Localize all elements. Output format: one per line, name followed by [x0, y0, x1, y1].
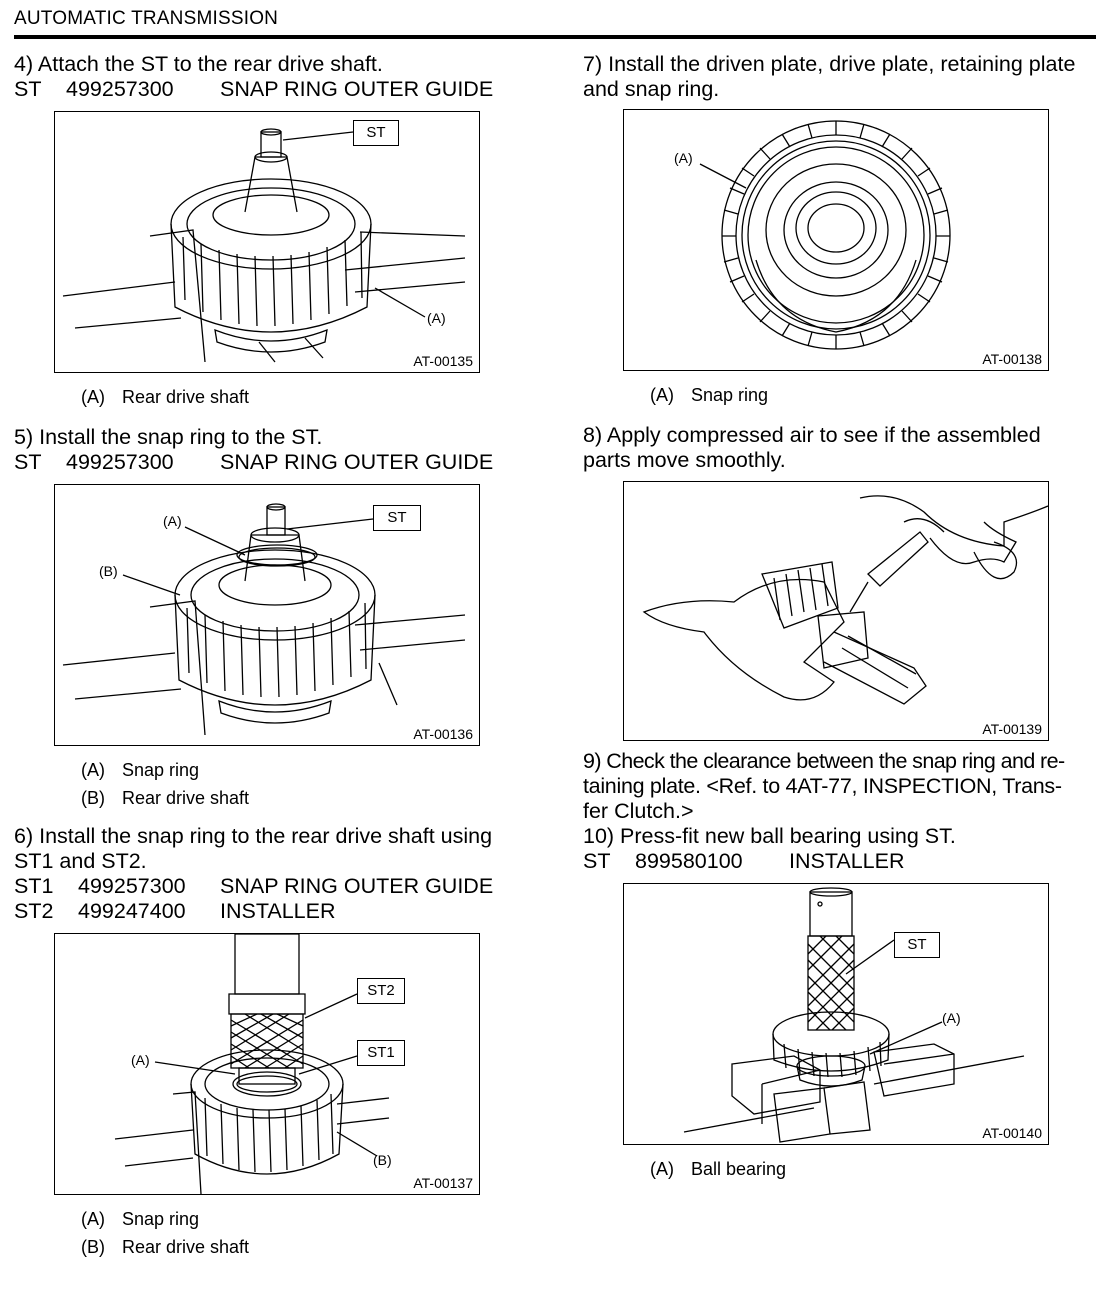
step-6-st1-line: ST1 499257300 SNAP RING OUTER GUIDE: [14, 874, 530, 899]
step-8-text-line1: 8) Apply compressed air to see if the as…: [583, 423, 1041, 447]
st-callout-box: ST: [894, 932, 940, 958]
callout-a: (A): [427, 310, 446, 326]
step-5-st-line: ST 499257300 SNAP RING OUTER GUIDE: [14, 450, 530, 475]
left-column: 4) Attach the ST to the rear drive shaft…: [14, 52, 530, 1261]
step-6-text-line2: ST1 and ST2.: [14, 849, 147, 873]
figure-id: AT-00138: [982, 351, 1042, 367]
figure-id: AT-00139: [982, 721, 1042, 737]
callout-a: (A): [131, 1052, 150, 1068]
st-number: 499257300: [78, 874, 186, 898]
step-9-line2: taining plate. <Ref. to 4AT-77, INSPECTI…: [583, 774, 1062, 798]
legend-item: (A)Snap ring: [650, 385, 769, 405]
step-8-text-line2: parts move smoothly.: [583, 448, 786, 472]
ball-bearing-press-illustration: [683, 887, 1025, 1143]
st-name: SNAP RING OUTER GUIDE: [220, 450, 494, 474]
st-code: ST: [14, 450, 42, 474]
callout-a: (A): [674, 150, 693, 166]
st-name: INSTALLER: [789, 849, 905, 873]
step-5-text: 5) Install the snap ring to the ST.: [14, 425, 323, 449]
step-6-text-line1: 6) Install the snap ring to the rear dri…: [14, 824, 493, 848]
figure-id: AT-00136: [413, 726, 473, 742]
callout-a: (A): [163, 513, 182, 529]
st-name: SNAP RING OUTER GUIDE: [220, 874, 494, 898]
legend-item: (A)Ball bearing: [650, 1159, 787, 1179]
figure-at-00138: (A) AT-00138: [623, 109, 1049, 371]
clutch-pack-illustration: [699, 120, 951, 350]
right-column: 7) Install the driven plate, drive plate…: [583, 52, 1095, 1183]
legend-item: (A)Snap ring: [81, 1209, 200, 1229]
legend-item: (A)Rear drive shaft: [81, 387, 250, 407]
step-4-st-line: ST 499257300 SNAP RING OUTER GUIDE: [14, 77, 530, 102]
step-7-text-line2: and snap ring.: [583, 77, 720, 101]
legend-item: (A)Snap ring: [81, 760, 200, 780]
st-number: 899580100: [635, 849, 743, 873]
header-rule: [14, 35, 1096, 39]
figure-at-00140: ST (A) AT-00140: [623, 883, 1049, 1145]
callout-a: (A): [942, 1010, 961, 1026]
step-6-st2-line: ST2 499247400 INSTALLER: [14, 899, 530, 924]
st-number: 499257300: [66, 450, 174, 474]
snap-ring-on-st-illustration: [62, 503, 466, 736]
st-code: ST: [14, 77, 42, 101]
st-number: 499247400: [78, 899, 186, 923]
step-4-text: 4) Attach the ST to the rear drive shaft…: [14, 52, 383, 76]
st-callout-box: ST: [373, 505, 421, 531]
figure-id: AT-00140: [982, 1125, 1042, 1141]
step-10-text: 10) Press-fit new ball bearing using ST.: [583, 824, 956, 848]
figure-at-00135: ST (A) AT-00135: [54, 111, 480, 373]
st-name: INSTALLER: [220, 899, 336, 923]
figure-at-00139: AT-00139: [623, 481, 1049, 741]
rear-drive-shaft-illustration: [62, 128, 466, 363]
figure-id: AT-00137: [413, 1175, 473, 1191]
st-code: ST2: [14, 899, 54, 923]
installer-on-shaft-illustration: [114, 934, 390, 1194]
st1-callout-box: ST1: [357, 1040, 405, 1066]
page-header: AUTOMATIC TRANSMISSION: [14, 8, 279, 29]
callout-b: (B): [373, 1152, 392, 1168]
figure-id: AT-00135: [413, 353, 473, 369]
st-number: 499257300: [66, 77, 174, 101]
st-code: ST1: [14, 874, 54, 898]
step-9-line3: fer Clutch.>: [583, 799, 694, 823]
figure-at-00137: ST2 ST1 (A) (B) AT-00137: [54, 933, 480, 1195]
compressed-air-test-illustration: [642, 495, 1048, 705]
st2-callout-box: ST2: [357, 978, 405, 1004]
step-7-text-line1: 7) Install the driven plate, drive plate…: [583, 52, 1076, 76]
st-name: SNAP RING OUTER GUIDE: [220, 77, 494, 101]
st-callout-box: ST: [353, 120, 399, 146]
figure-at-00136: ST (A) (B) AT-00136: [54, 484, 480, 746]
st-code: ST: [583, 849, 611, 873]
step-10-st-line: ST 899580100 INSTALLER: [583, 849, 1095, 874]
legend-item: (B)Rear drive shaft: [81, 788, 250, 808]
callout-b: (B): [99, 563, 118, 579]
step-9-line1: 9) Check the clearance between the snap …: [583, 749, 1065, 773]
legend-item: (B)Rear drive shaft: [81, 1237, 250, 1257]
